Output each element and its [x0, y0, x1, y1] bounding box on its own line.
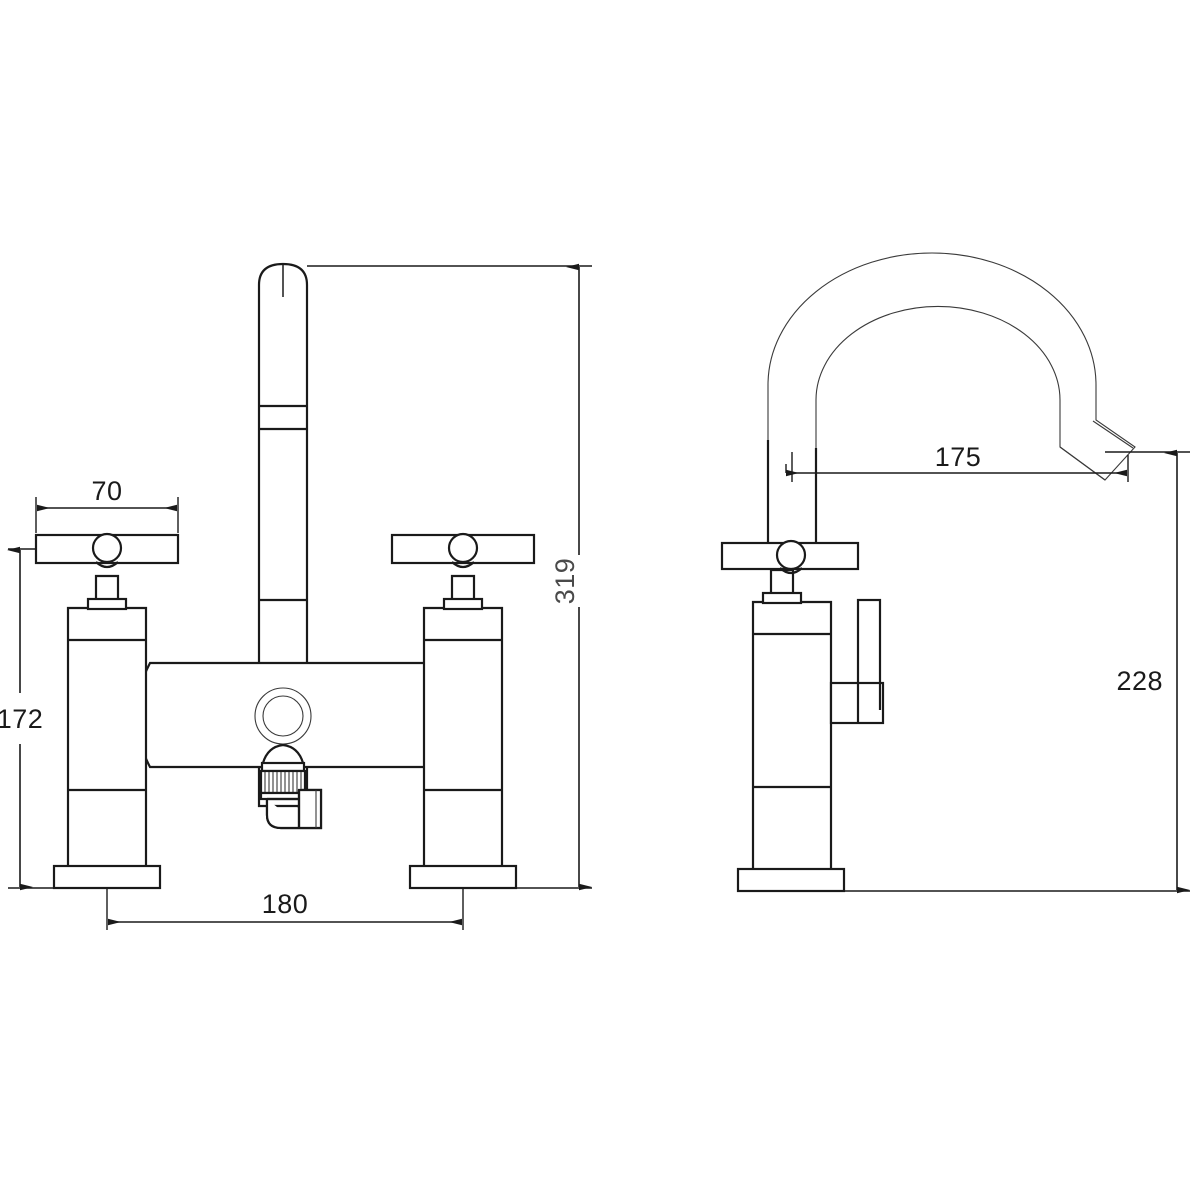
dimension-overall-height: 319	[307, 263, 592, 891]
dim228-label: 228	[1116, 666, 1163, 696]
dim319-label: 319	[550, 558, 580, 605]
left-base-flange	[52, 864, 162, 890]
side-handle-hub-skirt	[779, 567, 803, 575]
dim175-label: 175	[935, 442, 982, 472]
dimension-spout-projection: 175	[785, 442, 1129, 482]
right-base-flange	[408, 864, 518, 890]
dim172-label: 172	[0, 704, 43, 734]
dim180-label: 180	[262, 889, 309, 919]
dimension-handle-width: 70	[35, 476, 179, 533]
dimension-centre-spacing: 180	[106, 888, 464, 930]
side-handle-hub-circle	[775, 539, 807, 571]
right-handle-hub-circle	[447, 532, 479, 564]
right-handle-hub-skirt	[451, 561, 475, 569]
spout-outlet-bevel	[1092, 420, 1134, 449]
side-pillar-assembly	[720, 539, 860, 893]
swan-neck-spout	[766, 252, 1136, 546]
spout-arc-outline	[767, 252, 1136, 546]
left-pillar-outline	[66, 606, 148, 878]
left-handle-assembly	[34, 532, 180, 890]
side-elevation-view: 175 228	[720, 252, 1190, 894]
side-pillar-outline	[751, 600, 833, 882]
side-handle-stem-collar	[761, 591, 803, 605]
diverter-collar-top	[260, 761, 306, 773]
left-handle-stem-collar	[86, 597, 128, 611]
dimension-spout-height: 228	[844, 449, 1190, 894]
side-base-flange	[736, 867, 846, 893]
right-pillar-outline	[422, 606, 504, 878]
diverter-elbow-body	[265, 788, 323, 830]
badge-inner-circle	[262, 695, 304, 737]
diverter-knurl-lines	[264, 772, 302, 792]
side-lever-assembly	[829, 598, 885, 725]
left-handle-hub-skirt	[95, 561, 119, 569]
front-elevation-view: 70 319 172	[0, 262, 592, 930]
left-handle-hub-circle	[91, 532, 123, 564]
dimension-body-height: 172	[0, 546, 54, 891]
dim70-label: 70	[91, 476, 122, 506]
right-handle-assembly	[390, 532, 536, 890]
diverter-shoulder	[260, 743, 306, 769]
diverter-outlet	[259, 743, 323, 830]
right-handle-stem-collar	[442, 597, 484, 611]
